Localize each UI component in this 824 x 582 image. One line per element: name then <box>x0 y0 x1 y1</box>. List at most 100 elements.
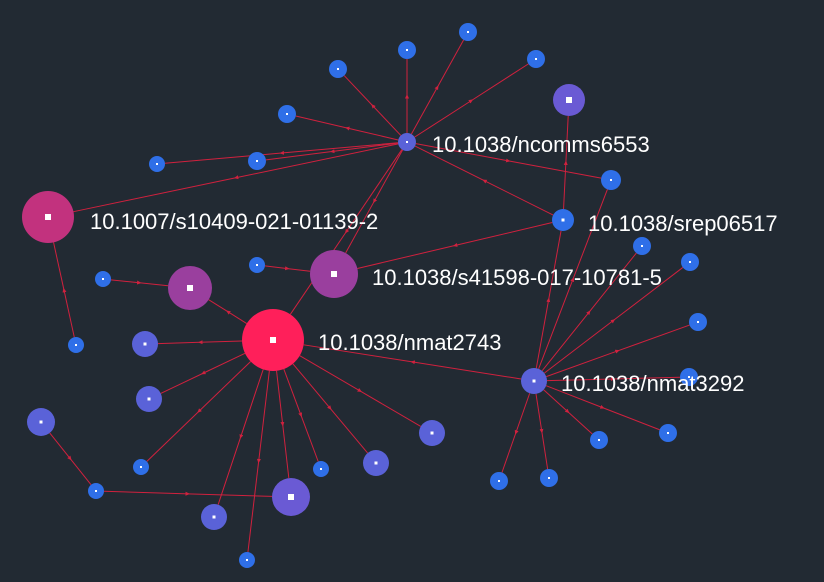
node-label-s10409: 10.1007/s10409-021-01139-2 <box>90 209 378 234</box>
node-center-marker <box>374 461 378 465</box>
edge-c7-d3 <box>49 432 92 486</box>
node-center-marker <box>667 432 669 434</box>
edge-n1-n2 <box>73 143 399 213</box>
edge-n6-n5 <box>303 344 522 380</box>
edge-n3-n4 <box>357 222 553 269</box>
node-b6[interactable] <box>590 431 608 449</box>
node-n1[interactable] <box>398 133 416 151</box>
node-b5[interactable] <box>659 424 677 442</box>
node-a1[interactable] <box>459 23 477 41</box>
node-center-marker <box>697 321 699 323</box>
node-c3[interactable] <box>168 266 212 310</box>
node-a3[interactable] <box>329 60 347 78</box>
edge-n6-b6 <box>543 389 593 435</box>
edge-n6-b7 <box>535 393 549 470</box>
edge-c2-c3 <box>110 279 169 287</box>
node-b1[interactable] <box>633 237 651 255</box>
node-n6[interactable] <box>521 368 547 394</box>
node-center-marker <box>598 439 600 441</box>
node-center-marker <box>610 179 612 181</box>
node-c2[interactable] <box>95 271 111 287</box>
edge-d3-d4 <box>103 490 273 497</box>
node-center-marker <box>561 218 565 222</box>
node-center-marker <box>75 344 77 346</box>
node-center-marker <box>532 379 536 383</box>
node-center-marker <box>212 515 216 519</box>
node-center-marker <box>535 58 537 60</box>
edge-n5-d1 <box>146 361 252 462</box>
edge-n6-b1 <box>541 252 637 372</box>
node-center-marker <box>187 285 193 291</box>
edge-n6-b8 <box>501 393 531 473</box>
node-c8[interactable] <box>419 420 445 446</box>
edge-n5-d6 <box>247 370 270 553</box>
node-center-marker <box>147 397 151 401</box>
node-d2[interactable] <box>313 461 329 477</box>
node-center-marker <box>641 245 643 247</box>
node-center-marker <box>288 494 294 500</box>
node-center-marker <box>270 337 276 343</box>
node-a9[interactable] <box>601 170 621 190</box>
node-b3[interactable] <box>689 313 707 331</box>
node-label-s41598: 10.1038/s41598-017-10781-5 <box>372 265 662 290</box>
edge-c4-n2 <box>53 242 75 338</box>
node-d1[interactable] <box>133 459 149 475</box>
edge-n6-b4 <box>546 376 681 382</box>
node-center-marker <box>140 466 142 468</box>
node-n3[interactable] <box>552 209 574 231</box>
node-center-marker <box>256 160 258 162</box>
node-center-marker <box>406 49 408 51</box>
node-b4[interactable] <box>680 368 698 386</box>
node-c9[interactable] <box>363 450 389 476</box>
node-center-marker <box>498 480 500 482</box>
node-b8[interactable] <box>490 472 508 490</box>
node-d6[interactable] <box>239 552 255 568</box>
node-a7[interactable] <box>149 156 165 172</box>
node-label-srep06517: 10.1038/srep06517 <box>588 211 778 236</box>
node-a4[interactable] <box>527 50 545 68</box>
edge-n1-a7 <box>164 142 399 164</box>
node-center-marker <box>688 376 690 378</box>
node-a8[interactable] <box>248 152 266 170</box>
node-center-marker <box>430 431 434 435</box>
node-center-marker <box>143 342 147 346</box>
node-a5[interactable] <box>278 105 296 123</box>
node-b2[interactable] <box>681 253 699 271</box>
node-n5[interactable] <box>242 309 304 371</box>
node-center-marker <box>548 477 550 479</box>
node-n4[interactable] <box>310 250 358 298</box>
node-d3[interactable] <box>88 483 104 499</box>
edge-n5-c6 <box>160 352 246 394</box>
node-center-marker <box>406 141 408 143</box>
node-a2[interactable] <box>398 41 416 59</box>
node-c5[interactable] <box>132 331 158 357</box>
edge-n3-a6 <box>563 115 569 210</box>
node-c7[interactable] <box>27 408 55 436</box>
node-a6[interactable] <box>553 84 585 116</box>
edge-n5-d5 <box>217 369 264 505</box>
node-center-marker <box>689 261 691 263</box>
edge-n5-c5 <box>157 340 243 345</box>
node-b7[interactable] <box>540 469 558 487</box>
node-center-marker <box>39 420 43 424</box>
node-d4[interactable] <box>272 478 310 516</box>
edge-n5-c3 <box>208 299 247 324</box>
node-c1[interactable] <box>249 257 265 273</box>
node-center-marker <box>320 468 322 470</box>
edge-n1-n5 <box>289 149 403 315</box>
edge-n1-a3 <box>343 75 402 136</box>
edge-n1-a1 <box>410 39 465 135</box>
edge-n5-d4 <box>276 370 290 479</box>
node-n2[interactable] <box>22 191 74 243</box>
edge-n6-b2 <box>544 267 684 374</box>
node-c4[interactable] <box>68 337 84 353</box>
edge-n5-c9 <box>292 363 369 454</box>
node-center-marker <box>156 163 158 165</box>
node-d5[interactable] <box>201 504 227 530</box>
edge-n1-a8 <box>265 142 399 161</box>
edge-n1-a9 <box>415 143 602 179</box>
node-center-marker <box>566 97 572 103</box>
node-c6[interactable] <box>136 386 162 412</box>
node-center-marker <box>467 31 469 33</box>
